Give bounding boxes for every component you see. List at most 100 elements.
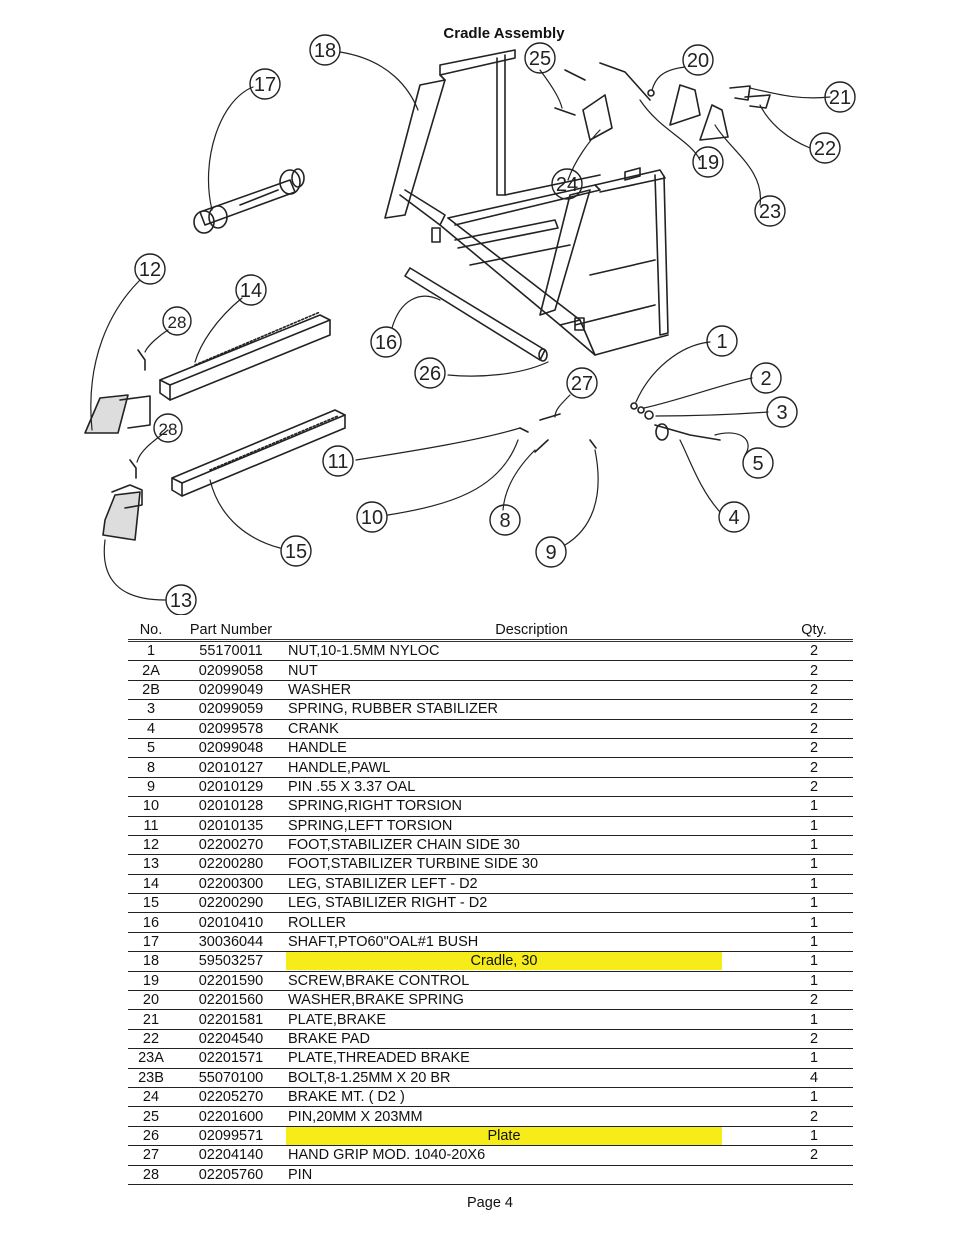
cell-part-number: 55070100 bbox=[174, 1068, 288, 1088]
cell-no: 22 bbox=[128, 1029, 174, 1050]
callout-28-bottom: 28 bbox=[153, 413, 183, 443]
svg-text:28: 28 bbox=[159, 420, 178, 439]
brake-parts-drawing bbox=[554, 62, 771, 141]
cell-part-number: 02205760 bbox=[174, 1165, 288, 1185]
cell-description: PIN .55 X 3.37 OAL bbox=[288, 777, 775, 798]
cell-no: 10 bbox=[128, 796, 174, 817]
svg-text:19: 19 bbox=[697, 152, 719, 174]
callout-1: 1 bbox=[706, 325, 738, 357]
cell-part-number: 02099048 bbox=[174, 738, 288, 759]
cell-no: 4 bbox=[128, 719, 174, 739]
cell-description: BRAKE PAD bbox=[288, 1029, 775, 1050]
cell-qty: 2 bbox=[775, 640, 853, 662]
highlighted-description: Plate bbox=[286, 1126, 722, 1145]
callout-17: 17 bbox=[249, 68, 281, 100]
callout-22: 22 bbox=[809, 132, 841, 164]
cell-description: ROLLER bbox=[288, 912, 775, 933]
cell-part-number: 02099059 bbox=[174, 699, 288, 720]
cell-description: PLATE,THREADED BRAKE bbox=[288, 1048, 775, 1069]
svg-text:10: 10 bbox=[361, 507, 383, 529]
cell-part-number: 02201600 bbox=[174, 1106, 288, 1127]
table-header-row: No. Part Number Description Qty. bbox=[128, 620, 853, 642]
cell-description: FOOT,STABILIZER TURBINE SIDE 30 bbox=[288, 854, 775, 875]
cell-description: SPRING,RIGHT TORSION bbox=[288, 796, 775, 817]
callout-11: 11 bbox=[322, 445, 354, 477]
cell-description: BOLT,8-1.25MM X 20 BR bbox=[288, 1068, 775, 1088]
cell-no: 18 bbox=[128, 951, 174, 972]
highlighted-description: Cradle, 30 bbox=[286, 952, 722, 971]
stabilizer-feet-drawing bbox=[84, 394, 151, 541]
callout-27: 27 bbox=[566, 367, 598, 399]
cell-description: SPRING, RUBBER STABILIZER bbox=[288, 699, 775, 720]
cell-qty: 2 bbox=[775, 660, 853, 681]
cell-part-number: 59503257 bbox=[174, 951, 288, 972]
callout-10: 10 bbox=[356, 501, 388, 533]
cell-no: 15 bbox=[128, 893, 174, 914]
cell-no: 8 bbox=[128, 757, 174, 778]
svg-text:9: 9 bbox=[545, 542, 556, 564]
cradle-frame-drawing bbox=[384, 49, 669, 356]
cell-qty: 1 bbox=[775, 1126, 853, 1147]
cell-no: 14 bbox=[128, 874, 174, 895]
cell-qty: 2 bbox=[775, 699, 853, 720]
cell-description: SHAFT,PTO60"OAL#1 BUSH bbox=[288, 932, 775, 953]
svg-text:11: 11 bbox=[328, 451, 349, 473]
cell-part-number: 02200270 bbox=[174, 835, 288, 856]
callout-23: 23 bbox=[754, 195, 786, 227]
callout-2: 2 bbox=[750, 362, 782, 394]
cell-qty: 1 bbox=[775, 816, 853, 836]
cell-part-number: 02204140 bbox=[174, 1145, 288, 1166]
cell-description: PIN bbox=[288, 1165, 775, 1185]
svg-text:2: 2 bbox=[760, 368, 771, 390]
svg-text:18: 18 bbox=[314, 40, 336, 62]
cell-description: NUT bbox=[288, 660, 775, 681]
svg-text:23: 23 bbox=[759, 201, 781, 223]
cell-part-number: 02099578 bbox=[174, 719, 288, 739]
callout-12: 12 bbox=[134, 253, 166, 285]
svg-text:26: 26 bbox=[419, 363, 441, 385]
cell-part-number: 02204540 bbox=[174, 1029, 288, 1050]
cell-part-number: 02010410 bbox=[174, 912, 288, 933]
svg-text:28: 28 bbox=[168, 313, 187, 332]
svg-text:3: 3 bbox=[776, 402, 787, 424]
cell-part-number: 02201581 bbox=[174, 1009, 288, 1030]
svg-text:25: 25 bbox=[529, 48, 551, 70]
header-description: Description bbox=[288, 620, 775, 642]
callout-13: 13 bbox=[165, 584, 197, 615]
cell-qty: 1 bbox=[775, 912, 853, 933]
cell-description: WASHER,BRAKE SPRING bbox=[288, 990, 775, 1011]
cell-description: LEG, STABILIZER LEFT - D2 bbox=[288, 874, 775, 895]
callout-18: 18 bbox=[309, 34, 341, 66]
cell-description: PLATE,BRAKE bbox=[288, 1009, 775, 1030]
cell-part-number: 02010128 bbox=[174, 796, 288, 817]
cell-description: FOOT,STABILIZER CHAIN SIDE 30 bbox=[288, 835, 775, 856]
callout-28-top: 28 bbox=[162, 306, 192, 336]
cell-description: LEG, STABILIZER RIGHT - D2 bbox=[288, 893, 775, 914]
callout-20: 20 bbox=[682, 44, 714, 76]
cell-no: 27 bbox=[128, 1145, 174, 1166]
svg-text:17: 17 bbox=[254, 74, 276, 96]
cell-qty: 4 bbox=[775, 1068, 853, 1088]
cell-description: BRAKE MT. ( D2 ) bbox=[288, 1087, 775, 1108]
cell-no: 20 bbox=[128, 990, 174, 1011]
cell-no: 23A bbox=[128, 1048, 174, 1069]
cell-description: CRANK bbox=[288, 719, 775, 739]
stabilizer-legs-drawing bbox=[159, 311, 346, 497]
cell-no: 12 bbox=[128, 835, 174, 856]
cell-description: PIN,20MM X 203MM bbox=[288, 1106, 775, 1127]
cell-part-number: 02201590 bbox=[174, 971, 288, 992]
cell-qty bbox=[775, 1165, 853, 1185]
